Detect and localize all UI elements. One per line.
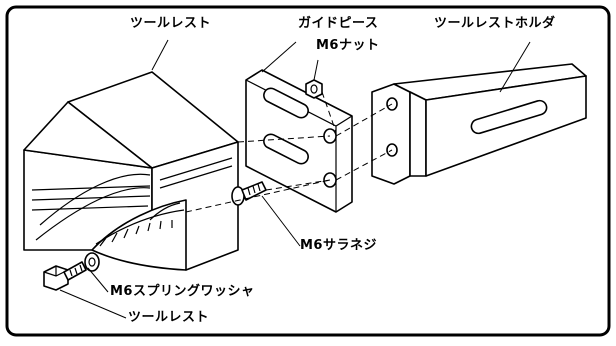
m6-nut-part xyxy=(305,79,323,99)
label-guide-piece: ガイドピース xyxy=(298,16,379,31)
label-m6-flat-screw: M6サラネジ xyxy=(300,238,377,253)
tool-rest-part xyxy=(23,71,239,271)
label-tool-rest-bottom: ツールレスト xyxy=(128,310,210,325)
tool-rest-holder-part xyxy=(371,63,587,185)
spring-washer-part xyxy=(84,252,100,272)
label-tool-rest-top: ツールレスト xyxy=(130,16,212,31)
label-m6-spring-washer: M6スプリングワッシャ xyxy=(110,284,255,299)
frame-border xyxy=(5,5,611,337)
bolt-part xyxy=(43,261,87,291)
label-tool-rest-holder: ツールレストホルダ xyxy=(434,16,556,31)
label-m6-nut: M6ナット xyxy=(316,38,380,53)
flat-screw-part xyxy=(231,181,267,206)
